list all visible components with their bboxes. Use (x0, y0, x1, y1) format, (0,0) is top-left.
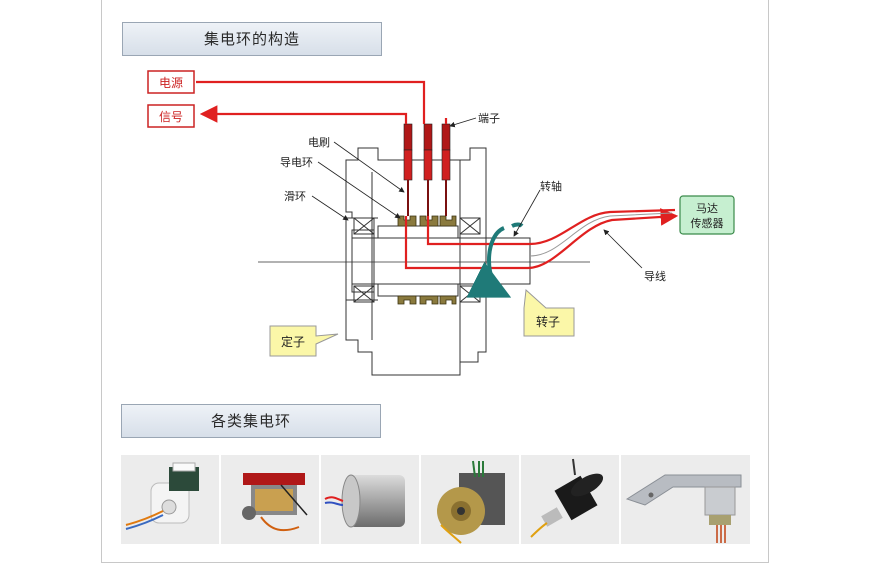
conductive-rings-bottom (397, 295, 457, 305)
brushes (403, 123, 451, 181)
structure-section-title: 集电环的构造 (122, 22, 382, 56)
motor-sensor-label-line2: 传感器 (691, 217, 724, 230)
brush-stems (407, 180, 447, 216)
wire-label: 导线 (644, 269, 666, 283)
wire-sheath (529, 212, 673, 257)
rotation-arrow-icon (466, 222, 524, 298)
slip-ring-carrier-top (377, 225, 459, 239)
bearing-right-bottom (459, 285, 481, 303)
signal-wire (199, 105, 679, 270)
stator-label: 定子 (281, 334, 305, 349)
motor-sensor-box (679, 195, 735, 235)
power-wire (196, 80, 676, 246)
leader-lines (311, 117, 643, 269)
stator-housing (345, 147, 487, 376)
photo-white-slip-ring (121, 455, 219, 544)
slip-ring-label: 滑环 (284, 190, 306, 203)
signal-box (147, 104, 195, 128)
terminal-label: 端子 (478, 112, 500, 125)
photo-silver-cylinder (321, 455, 419, 544)
shaft-label: 转轴 (540, 179, 562, 193)
power-label: 电源 (159, 76, 183, 90)
stator-callout (269, 325, 339, 357)
rotor-label: 转子 (536, 314, 560, 329)
bearing-left-top (353, 217, 375, 235)
bearing-right-top (459, 217, 481, 235)
slip-ring-carrier-bottom (377, 283, 459, 297)
brush-label: 电刷 (308, 136, 330, 149)
photo-red-frame-slip-ring (221, 455, 319, 544)
power-box (147, 70, 195, 94)
signal-label: 信号 (159, 110, 183, 124)
rotor-callout (523, 288, 575, 337)
types-section-title: 各类集电环 (121, 404, 381, 438)
bearing-left-bottom (353, 285, 375, 303)
photo-square-flange (421, 455, 519, 544)
photo-black-flange (521, 455, 619, 544)
photo-bracket-mount (621, 455, 750, 544)
shaft-body (258, 229, 590, 293)
conductive-ring-label: 导电环 (280, 156, 313, 169)
motor-sensor-label-line1: 马达 (696, 202, 718, 215)
slip-ring-photo-strip (121, 455, 750, 544)
